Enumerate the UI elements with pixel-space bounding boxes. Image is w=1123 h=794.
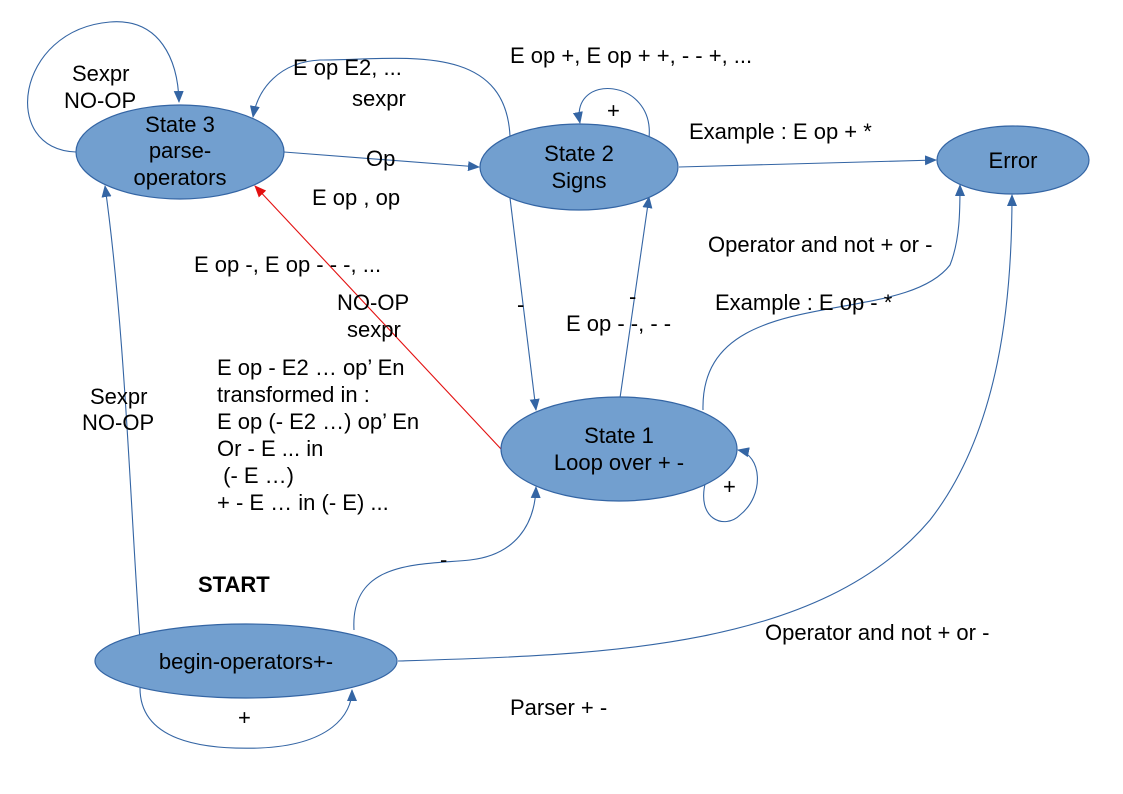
label-noop-sexpr-line2: sexpr	[347, 317, 401, 342]
node-state3-line3: operators	[134, 165, 227, 190]
edge-state2-to-error	[678, 155, 937, 168]
node-error-line1: Error	[989, 148, 1038, 173]
label-s1-to-s2-rule: E op - -, - -	[566, 311, 671, 336]
edge-state1-to-error	[702, 184, 965, 411]
label-s2-to-s3-line1: E op E2, ...	[293, 55, 402, 80]
label-transform-note: E op - E2 … op’ En transformed in : E op…	[217, 355, 425, 515]
label-start: START	[198, 572, 270, 597]
edge-state2-self-loop	[572, 87, 650, 139]
label-begin-to-s3: Sexpr NO-OP	[82, 384, 154, 435]
label-s1-to-error-line2: Example : E op - *	[715, 290, 893, 315]
edge-state3-self-loop	[27, 21, 184, 153]
label-transform-note-line5: (- E …)	[217, 463, 294, 488]
label-begin-to-s3-line1: Sexpr	[90, 384, 147, 409]
label-begin-to-s1: -	[440, 547, 447, 572]
edge-begin-to-state1	[353, 486, 541, 631]
label-s2-to-s3-line2: sexpr	[352, 86, 406, 111]
node-state3-line1: State 3	[145, 112, 215, 137]
label-state3-self-loop-line2: NO-OP	[64, 88, 136, 113]
node-error: Error	[936, 125, 1090, 195]
edge-begin-to-error	[397, 194, 1017, 662]
edge-state1-to-state2	[619, 196, 653, 399]
label-s2-to-error: Example : E op + *	[689, 119, 872, 144]
label-transform-note-line2: transformed in :	[217, 382, 370, 407]
node-state2-line1: State 2	[544, 141, 614, 166]
label-s1-to-s2-symbol: -	[629, 284, 636, 309]
edge-state2-to-state3	[249, 57, 511, 137]
label-state3-self-loop: Sexpr NO-OP	[64, 61, 136, 113]
label-transform-note-line3: E op (- E2 …) op’ En	[217, 409, 419, 434]
label-s3-to-s2-rule: E op , op	[312, 185, 400, 210]
node-state2-line2: Signs	[551, 168, 606, 193]
edge-state1-to-state3-red	[254, 185, 502, 450]
label-s1-to-s3-red: E op -, E op - - -, ...	[194, 252, 381, 277]
node-begin-operators: begin-operators+-	[94, 623, 398, 699]
label-begin-self-loop: +	[238, 705, 251, 730]
label-begin-to-s3-line2: NO-OP	[82, 410, 154, 435]
label-begin-to-error: Operator and not + or -	[765, 620, 989, 645]
label-footer: Parser + -	[510, 695, 607, 720]
node-state1-line1: State 1	[584, 423, 654, 448]
edge-state3-to-state2	[283, 151, 480, 172]
label-state3-self-loop-line1: Sexpr	[72, 61, 129, 86]
label-noop-sexpr: NO-OP sexpr	[337, 290, 415, 342]
node-state3-line2: parse-	[149, 138, 211, 163]
label-s2-self-loop-rule: E op +, E op + +, - - +, ...	[510, 43, 752, 68]
label-transform-note-line4: Or - E ... in	[217, 436, 323, 461]
svg-text:Error: Error	[989, 148, 1038, 173]
label-noop-sexpr-line1: NO-OP	[337, 290, 409, 315]
label-s2-to-s3: E op E2, ... sexpr	[293, 55, 408, 111]
label-s1-self-loop: +	[723, 474, 736, 499]
label-transform-note-line6: + - E … in (- E) ...	[217, 490, 389, 515]
label-s2-self-loop-symbol: +	[607, 98, 620, 123]
label-transform-note-line1: E op - E2 … op’ En	[217, 355, 405, 380]
label-s2-to-s1: -	[517, 292, 524, 317]
label-s3-to-s2-op: Op	[366, 146, 395, 171]
node-state1-line2: Loop over + -	[554, 450, 684, 475]
node-begin-line1: begin-operators+-	[159, 649, 333, 674]
edge-begin-self-loop	[139, 687, 357, 749]
svg-text:begin-operators+-: begin-operators+-	[159, 649, 333, 674]
label-s1-to-error: Operator and not + or - Example : E op -…	[708, 232, 939, 315]
edge-begin-to-state3	[101, 185, 141, 641]
label-s1-to-error-line1: Operator and not + or -	[708, 232, 932, 257]
edge-state2-to-state1	[509, 197, 540, 411]
edge-state1-self-loop	[703, 447, 758, 523]
